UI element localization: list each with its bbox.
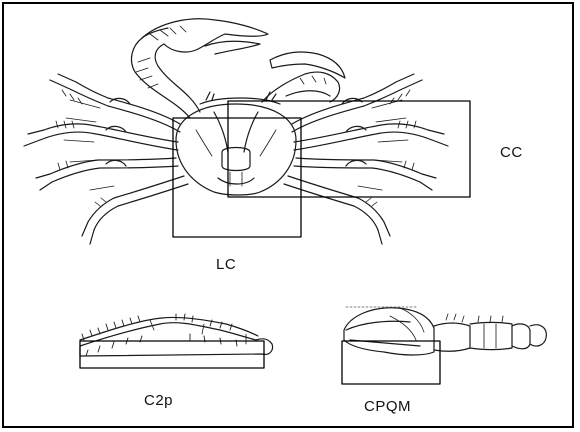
second-pereiopod-illustration bbox=[80, 314, 273, 356]
left-cheliped bbox=[131, 19, 268, 118]
left-walking-legs bbox=[24, 74, 188, 244]
lc-label: LC bbox=[216, 256, 236, 273]
right-walking-legs bbox=[284, 74, 448, 244]
chela-illustration bbox=[344, 308, 546, 355]
cpqm-label: CPQM bbox=[364, 398, 411, 415]
c2p-label: C2p bbox=[144, 392, 173, 409]
crab-illustration bbox=[24, 19, 448, 244]
right-cheliped bbox=[262, 52, 345, 102]
cc-label: CC bbox=[500, 144, 523, 161]
